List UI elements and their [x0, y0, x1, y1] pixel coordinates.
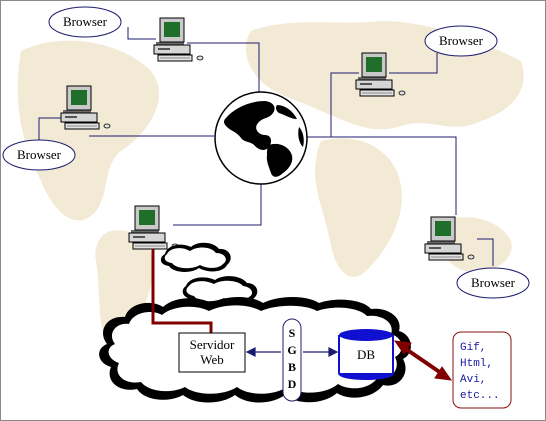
- db-label: DB: [357, 347, 375, 362]
- browser-oval: Browser: [456, 267, 530, 299]
- sgbd-letter: B: [288, 360, 296, 374]
- browser-oval: Browser: [2, 139, 76, 171]
- database-cylinder: DB: [338, 329, 394, 380]
- file-type-item: etc...: [460, 390, 500, 402]
- browser-label: Browser: [439, 33, 484, 48]
- server-link-line: [151, 249, 213, 334]
- world-map-background: [17, 21, 524, 347]
- sgbd-letter: S: [289, 326, 296, 340]
- browser-oval: Browser: [424, 25, 498, 57]
- server-label-line1: Servidor: [190, 337, 235, 352]
- file-type-item: Html,: [460, 358, 493, 370]
- files-double-arrow: [393, 340, 453, 381]
- sgbd-pill: S G B D: [282, 318, 302, 402]
- browser-label: Browser: [17, 147, 62, 162]
- browser-oval: Browser: [48, 6, 122, 38]
- computer-icon: [128, 205, 179, 250]
- network-lines: [38, 27, 494, 266]
- browser-label: Browser: [63, 14, 108, 29]
- small-cloud: [160, 242, 231, 272]
- data-arrows: [245, 347, 339, 357]
- browser-label: Browser: [471, 275, 516, 290]
- file-type-item: Gif,: [460, 342, 486, 354]
- computer-icon: [153, 17, 204, 62]
- web-server-box: Servidor Web: [178, 332, 246, 373]
- internet-globe: [214, 91, 308, 185]
- server-label-line2: Web: [200, 352, 224, 367]
- file-types-box: Gif, Html, Avi, etc...: [452, 331, 512, 409]
- file-type-item: Avi,: [460, 374, 486, 386]
- sgbd-letter: D: [288, 377, 297, 391]
- sgbd-letter: G: [287, 343, 296, 357]
